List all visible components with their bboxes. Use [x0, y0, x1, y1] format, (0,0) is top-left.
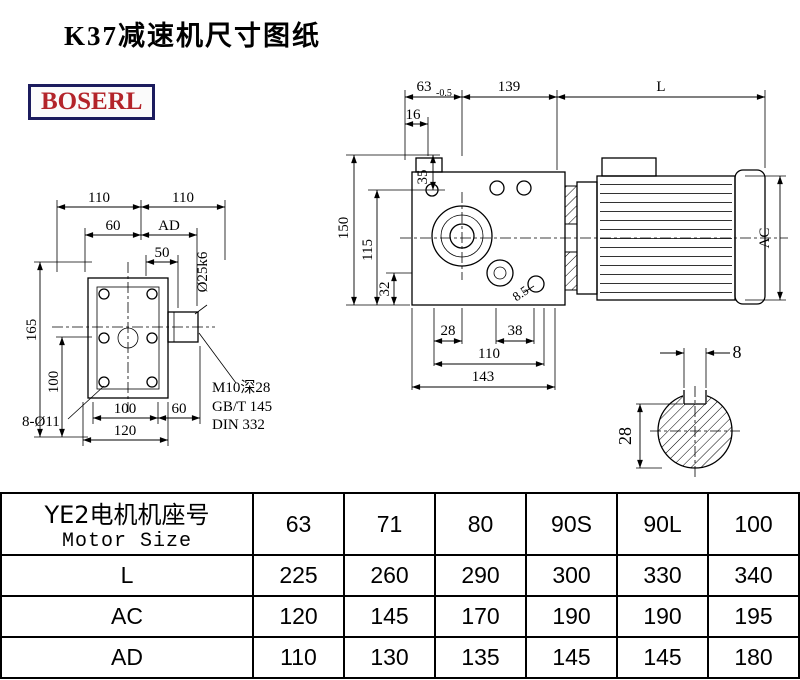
- value-cell: 120: [252, 595, 345, 638]
- value-cell: 135: [434, 636, 527, 679]
- value-cell: 225: [252, 554, 345, 597]
- dim-16: 16: [406, 107, 422, 123]
- table-row-AC: AC 120 145 170 190 190 195: [0, 595, 800, 638]
- bolt-hole: [489, 180, 505, 196]
- value-cell: 290: [434, 554, 527, 597]
- value-cell: 145: [616, 636, 709, 679]
- output-shaft-front: [167, 311, 199, 343]
- brand-logo: BOSERL: [28, 84, 156, 120]
- gearbox-housing-side: [411, 171, 566, 306]
- value-cell: 195: [707, 595, 800, 638]
- dim-110-right: 110: [172, 190, 194, 206]
- dim-keyway-28: 28: [615, 427, 635, 445]
- shaft-diameter-label: Ø25k6: [195, 251, 211, 292]
- dim-ad: AD: [158, 218, 180, 234]
- mounting-hole: [146, 332, 158, 344]
- plug-hole: [527, 275, 545, 293]
- holes-callout: 8-Ø11: [22, 414, 60, 430]
- dim-38: 38: [508, 323, 523, 339]
- motor-size-90s: 90S: [525, 492, 618, 556]
- value-cell: 260: [343, 554, 436, 597]
- value-cell: 145: [343, 595, 436, 638]
- front-view: 110 110 60 AD 50 Ø25k6 165 100 8-Ø11 100…: [22, 190, 272, 446]
- dimension-drawing: 110 110 60 AD 50 Ø25k6 165 100 8-Ø11 100…: [22, 79, 788, 478]
- dim-115: 115: [360, 239, 376, 261]
- dim-100-bottom: 100: [114, 401, 137, 417]
- dim-60-bottom: 60: [172, 401, 187, 417]
- dim-165: 165: [24, 319, 40, 342]
- dim-60-top: 60: [106, 218, 121, 234]
- dim-100-left: 100: [46, 371, 62, 394]
- table-header-row: YE2电机机座号 Motor Size 63 71 80 90S 90L 100: [0, 492, 800, 556]
- motor-size-100: 100: [707, 492, 800, 556]
- dim-110-side: 110: [478, 346, 500, 362]
- motor-size-90l: 90L: [616, 492, 709, 556]
- value-cell: 190: [525, 595, 618, 638]
- value-cell: 180: [707, 636, 800, 679]
- dim-50: 50: [155, 245, 170, 261]
- row-label-AC: AC: [0, 595, 254, 638]
- value-cell: 330: [616, 554, 709, 597]
- value-cell: 340: [707, 554, 800, 597]
- keyway-slot: [683, 390, 707, 405]
- value-cell: 145: [525, 636, 618, 679]
- value-cell: 130: [343, 636, 436, 679]
- dim-110-left: 110: [88, 190, 110, 206]
- header-label-cn: YE2电机机座号: [44, 501, 210, 529]
- dim-63: 63: [417, 79, 432, 95]
- dim-63-tolerance: -0.5: [436, 88, 452, 99]
- mounting-hole: [98, 332, 110, 344]
- value-cell: 190: [616, 595, 709, 638]
- mounting-hole: [146, 376, 158, 388]
- side-view-dimension-lines: [346, 90, 786, 390]
- motor-fins: [600, 178, 732, 298]
- note-standard-gb: GB/T 145: [212, 399, 272, 415]
- plug-hole: [486, 259, 514, 287]
- note-standard-din: DIN 332: [212, 417, 265, 433]
- dim-120: 120: [114, 423, 137, 439]
- dim-150: 150: [336, 217, 352, 240]
- value-cell: 300: [525, 554, 618, 597]
- side-view-linework: [400, 157, 788, 306]
- mounting-hole: [98, 376, 110, 388]
- mounting-hole: [98, 288, 110, 300]
- terminal-box: [601, 157, 657, 177]
- shaft-section-dimension-lines: [636, 348, 730, 469]
- header-motor-size-label: YE2电机机座号 Motor Size: [0, 492, 254, 556]
- output-bore: [431, 205, 493, 267]
- table-row-AD: AD 110 130 135 145 145 180: [0, 636, 800, 679]
- table-row-L: L 225 260 290 300 330 340: [0, 554, 800, 597]
- dim-key-width-8: 8: [733, 342, 742, 362]
- bolt-hole: [516, 180, 532, 196]
- row-label-AD: AD: [0, 636, 254, 679]
- mounting-hole: [146, 288, 158, 300]
- dim-143: 143: [472, 369, 495, 385]
- shaft-section-view: 8 28: [615, 342, 742, 478]
- value-cell: 170: [434, 595, 527, 638]
- page-title: K37减速机尺寸图纸: [64, 21, 322, 51]
- dim-AC: AC: [757, 228, 773, 249]
- motor-size-80: 80: [434, 492, 527, 556]
- front-view-dimension-lines: [34, 200, 237, 446]
- dim-139: 139: [498, 79, 521, 95]
- row-label-L: L: [0, 554, 254, 597]
- motor-size-71: 71: [343, 492, 436, 556]
- value-cell: 110: [252, 636, 345, 679]
- dim-28-bottom: 28: [441, 323, 456, 339]
- side-view: 63 -0.5 139 L 16 150 115 35 32 28 38 8.5…: [336, 79, 788, 390]
- header-label-en: Motor Size: [61, 530, 193, 553]
- motor-size-63: 63: [252, 492, 345, 556]
- front-view-linework: [52, 262, 215, 412]
- dim-L: L: [656, 79, 665, 95]
- dim-32: 32: [377, 282, 393, 297]
- motor-size-table: YE2电机机座号 Motor Size 63 71 80 90S 90L 100…: [0, 492, 800, 679]
- fan-cowl: [734, 169, 766, 305]
- dim-35: 35: [415, 170, 431, 185]
- note-thread: M10深28: [212, 379, 270, 396]
